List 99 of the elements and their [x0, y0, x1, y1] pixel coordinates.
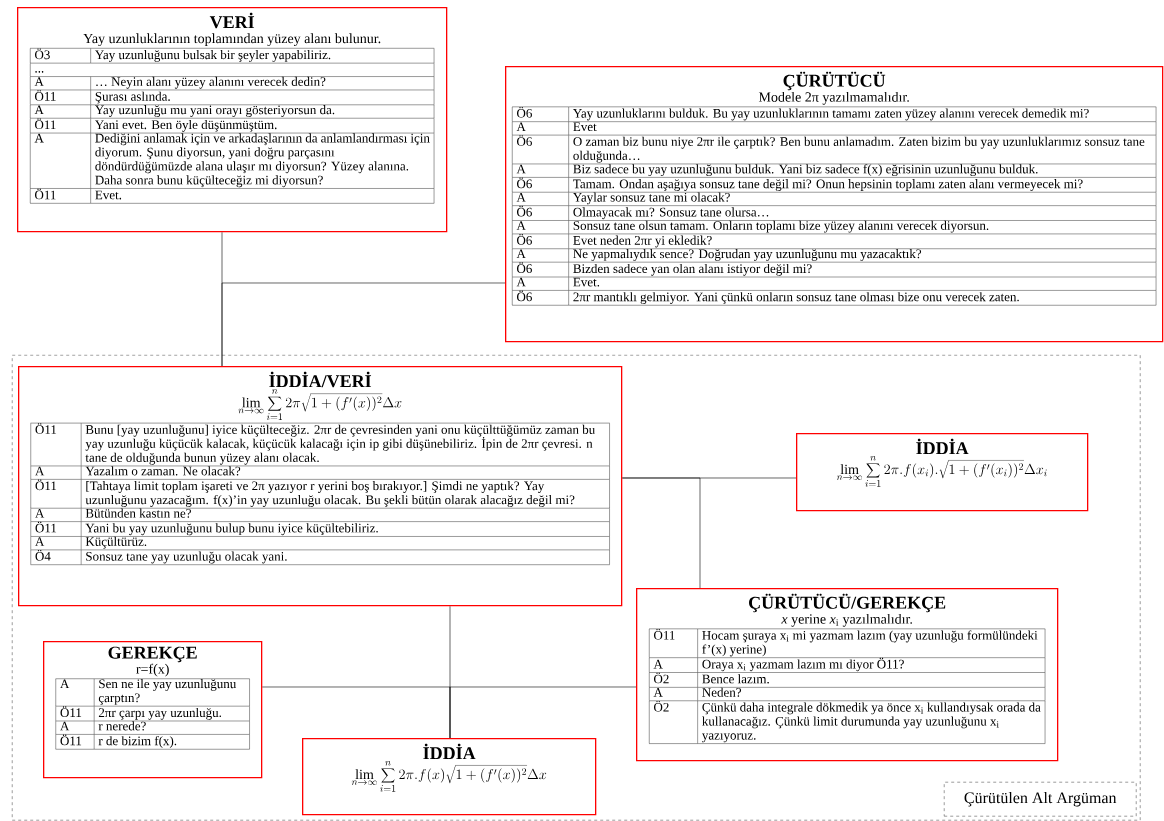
utterance-cell: Neden?	[702, 687, 741, 697]
utterance-cell: Yaylar sonsuz tane mi olacak?	[573, 192, 730, 205]
speaker-cell: Ö11	[35, 188, 56, 200]
speaker-cell: A	[516, 164, 526, 174]
label-box: Çürütülen Alt Argüman	[944, 782, 1137, 817]
formula: $\lim_{n\to\infty}\sum_{i=1}^{n}2\pi.f(x)\sqrt{1+(f'(x))^2}\Delta x$	[351, 761, 547, 792]
utterance-cell: Bunu [yay uzunluğunu] iyice küçülteceğiz. 2πr de çevresinden yani onu küçülttüğümüz zaman bu yay uzunluğu küçücük kalacak, küçücük kalacağı için ip gibi düşünebiliriz. İpin de 2πr çevresi. n tane de olduğunda bunun yüzey alanı olacak.	[85, 424, 595, 465]
speaker-cell: Ö11	[35, 90, 56, 101]
utterance-cell: 2πr mantıklı gelmiyor. Yani çünkü onların sonsuz tane olması bize onu verecek zaten.	[573, 292, 1019, 304]
speaker-cell: Ö11	[60, 734, 82, 746]
utterance-cell: r de bizim f(x).	[98, 736, 177, 748]
speaker-cell: A	[34, 105, 44, 115]
utterance-cell: Bütünden kastın ne?	[85, 508, 191, 518]
utterance-cell: Yazalım o zaman. Ne olacak?	[85, 466, 241, 476]
utterance-cell: Sonsuz tane yay uzunluğu olacak yani.	[86, 551, 287, 564]
box-title: ÇÜRÜTÜCÜ	[783, 71, 886, 91]
argument-box	[43, 641, 263, 779]
utterance-cell: Evet neden 2πr yi ekledik?	[573, 235, 712, 248]
speaker-cell: Ö6	[517, 290, 532, 302]
utterance-cell: Şurası aslında.	[95, 91, 170, 104]
box-title: GEREKÇE	[108, 646, 197, 663]
box-subtitle: x yerine x$_{i}$ yazılmalıdır.	[781, 613, 912, 627]
utterance-cell: Oraya x$_{i}$ yazmam lazım mı diyor Ö11?	[702, 657, 904, 672]
utterance-cell: Yay uzunluklarını bulduk. Bu yay uzunluklarının tamamı zaten yüzey alanını verecek demedik mi?	[573, 108, 1089, 121]
speaker-cell: A	[653, 659, 663, 669]
speaker-cell: Ö11	[60, 706, 82, 717]
speaker-cell: A	[516, 249, 526, 259]
speaker-cell: Ö11	[35, 521, 57, 533]
speaker-cell: Ö11	[654, 629, 675, 640]
utterance-cell: Bence lazım.	[702, 674, 769, 684]
box-subtitle: Yay uzunluklarının toplamından yüzey alanı bulunur.	[83, 33, 381, 47]
utterance-cell: Bizden sadece yan olan alanı istiyor değil mi?	[573, 263, 812, 276]
utterance-cell: Dediğini anlamak için ve arkadaşlarının da anlamlandırması için diyorum. Şunu diyorsun, yani doğru parçasını döndürdüğümüzde alana ulaşır mı diyorsun? Yüzey alanına. Daha sonra bunu küçülteceğiz mi diyorsun?	[95, 133, 430, 188]
utterance-cell: Yay uzunluğunu bulsak bir şeyler yapabiliriz.	[95, 50, 331, 62]
utterance-cell: Ne yapmalıydık sence? Doğrudan yay uzunluğunu mu yazacaktık?	[573, 249, 922, 261]
utterance-cell: Sen ne ile yay uzunluğunu çarptın?	[98, 679, 237, 705]
connector-line	[449, 686, 637, 739]
utterance-cell: Evet.	[95, 190, 122, 200]
speaker-cell: Ö2	[654, 672, 669, 684]
utterance-cell: Olmayacak mı? Sonsuz tane olursa…	[573, 207, 769, 220]
utterance-cell: [Tahtaya limit toplam işareti ve 2π yazıyor r yerini boş bırakıyor.] Şimdi ne yaptık? Yay uzunluğunu yazacağım. f(x)’in yay uzunluğu olacak. Bu şekli bütün olarak alacağız değil mi?	[85, 481, 575, 507]
utterance-cell: O zaman biz bunu niye 2πr ile çarptık? Ben bunu anlamadım. Zaten bizim bu yay uzunluklarımız sonsuz tane olduğunda…	[573, 136, 1145, 163]
formula: $\lim_{n\to\infty}\sum_{i=1}^{n}2\pi\sqrt{1+(f'(x))^2}\Delta x$	[238, 389, 402, 420]
utterance-cell: Biz sadece bu yay uzunluğunu bulduk. Yani biz sadece f(x) eğrisinin uzunluğunu bulduk.	[573, 164, 1038, 177]
utterance-cell: r nerede?	[98, 721, 146, 731]
utterance-cell: Sonsuz tane olsun tamam. Onların toplamı bize yüzey alanını verecek diyorsun.	[573, 220, 989, 233]
speaker-cell: A	[35, 508, 45, 518]
box-title: İDDİA	[423, 743, 476, 760]
speaker-cell: Ö6	[517, 107, 532, 118]
box-subtitle: Modele 2π yazılmamalıdır.	[758, 91, 909, 105]
speaker-cell: A	[516, 122, 526, 131]
utterance-cell: 2πr çarpı yay uzunluğu.	[98, 707, 222, 720]
speaker-cell: A	[60, 679, 70, 689]
utterance-cell: Tamam. Ondan aşağıya sonsuz tane değil mi? Onun hepsinin toplamı zaten alanı vermeyecek mi?	[573, 179, 1083, 191]
connector-line	[622, 477, 701, 589]
box-subtitle: r=f(x)	[136, 663, 169, 677]
utterance-cell: Yay uzunluğu mu yani orayı gösteriyorsun da.	[95, 105, 335, 117]
speaker-cell: Ö6	[517, 205, 532, 217]
argument-box	[18, 366, 623, 607]
utterance-cell: Çünkü daha integrale dökmedik ya önce x$_{i}$ kullandıysak orada da kullanacağız. Çünkü limit durumunda yay uzunluğunu x$_{i}$ yazıyoruz.	[702, 702, 1041, 743]
argument-box	[302, 738, 597, 816]
utterance-cell: Evet	[573, 122, 597, 132]
connector-line	[221, 282, 506, 367]
argument-box	[17, 7, 448, 233]
speaker-cell: Ö6	[517, 262, 532, 273]
speaker-cell: Ö11	[35, 118, 56, 130]
dashed-region	[12, 355, 1141, 821]
formula: $\lim_{n\to\infty}\sum_{i=1}^{n}2\pi.f(x_i).\sqrt{1+(f'(x_i))^2}\Delta x_i$	[836, 456, 1047, 487]
speaker-cell: A	[34, 133, 44, 143]
speaker-cell: Ö6	[517, 135, 532, 146]
speaker-cell: A	[516, 277, 526, 287]
speaker-cell: Ö4	[35, 550, 51, 561]
argument-box	[796, 433, 1089, 512]
argument-box	[505, 66, 1164, 343]
box-title: VERİ	[209, 12, 255, 29]
speaker-cell: Ö6	[517, 177, 532, 189]
utterance-cell: … Neyin alanı yüzey alanını verecek dedin?	[96, 76, 326, 89]
speaker-cell: A	[35, 466, 45, 476]
table-cell: ...	[35, 71, 44, 73]
speaker-cell: Ö11	[35, 423, 57, 434]
box-title: İDDİA	[916, 438, 969, 455]
utterance-cell: Evet.	[573, 277, 600, 287]
speaker-cell: Ö6	[517, 234, 532, 245]
speaker-cell: Ö3	[35, 48, 50, 60]
speaker-cell: A	[516, 221, 526, 230]
argument-box	[636, 588, 1059, 762]
speaker-cell: A	[35, 537, 45, 546]
speaker-cell: Ö2	[654, 700, 669, 712]
utterance-cell: Hocam şuraya x$_{i}$ mi yazmam lazım (yay uzunluğu formülündeki f’(x) yerine)	[702, 630, 1038, 657]
utterance-cell: Yani bu yay uzunluğunu bulup bunu iyice küçültebiliriz.	[85, 523, 378, 536]
speaker-cell: A	[34, 77, 44, 86]
box-title: İDDİA/VERİ	[269, 371, 372, 388]
box-title: ÇÜRÜTÜCÜ/GEREKÇE	[749, 593, 946, 613]
utterance-cell: Küçültürüz.	[85, 536, 147, 549]
speaker-cell: A	[516, 192, 526, 202]
speaker-cell: A	[653, 688, 663, 697]
utterance-cell: Yani evet. Ben öyle düşünmüştüm.	[95, 119, 277, 132]
speaker-cell: A	[60, 721, 70, 731]
speaker-cell: Ö11	[35, 479, 57, 491]
